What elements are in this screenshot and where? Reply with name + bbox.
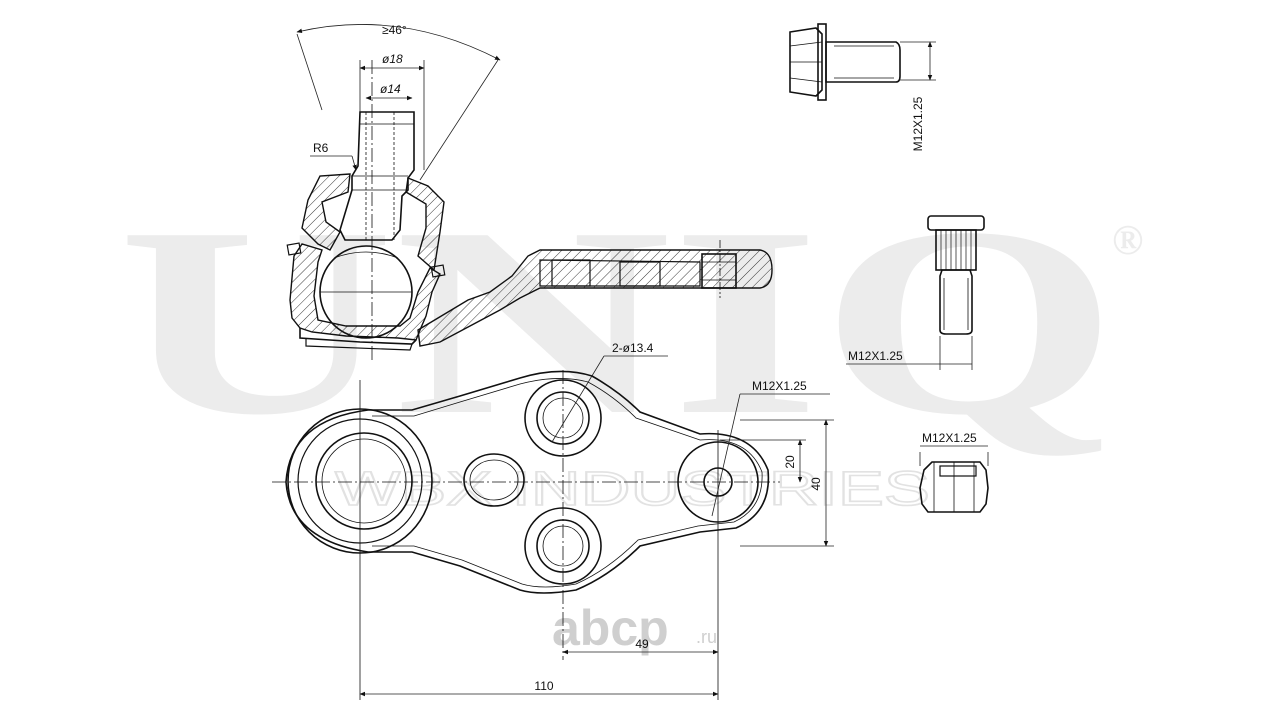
watermark-brand: UNIQ [118, 172, 1118, 471]
lock-nut: M12X1.25 [919, 431, 989, 513]
ball-joint-top-view [272, 370, 780, 700]
site-logo-tld: .ru [696, 627, 717, 647]
nut-thread-label: M12X1.25 [922, 431, 977, 445]
angle-label: ≥46° [382, 23, 407, 37]
dim-40-label: 40 [809, 477, 823, 491]
watermark-registered: ® [1112, 218, 1143, 264]
ball-joint-side-view [286, 60, 773, 360]
bolt-thread-label: M12X1.25 [911, 96, 925, 151]
holes-label: 2-ø13.4 [612, 341, 654, 355]
stud-thread-label: M12X1.25 [848, 349, 903, 363]
watermark-subtitle: WBX INDUSTRIES [335, 463, 930, 516]
flange-bolt: M12X1.25 [789, 23, 936, 151]
main-thread-label: M12X1.25 [752, 379, 807, 393]
site-logo: abcp [552, 600, 669, 656]
knurled-stud: M12X1.25 [846, 215, 985, 370]
dim-20-label: 20 [783, 455, 797, 469]
top-view-dimensions: 2-ø13.4 M12X1.25 20 40 49 110 [359, 341, 834, 697]
side-view-dimensions: ≥46° ø18 ø14 R6 [296, 23, 501, 181]
watermark: UNIQ ® WBX INDUSTRIES abcp .ru [118, 172, 1143, 656]
dia-14-label: ø14 [380, 82, 401, 96]
dim-110-label: 110 [534, 679, 553, 693]
dia-18-label: ø18 [382, 52, 403, 66]
radius-label: R6 [313, 141, 329, 155]
dim-49-label: 49 [635, 637, 649, 651]
